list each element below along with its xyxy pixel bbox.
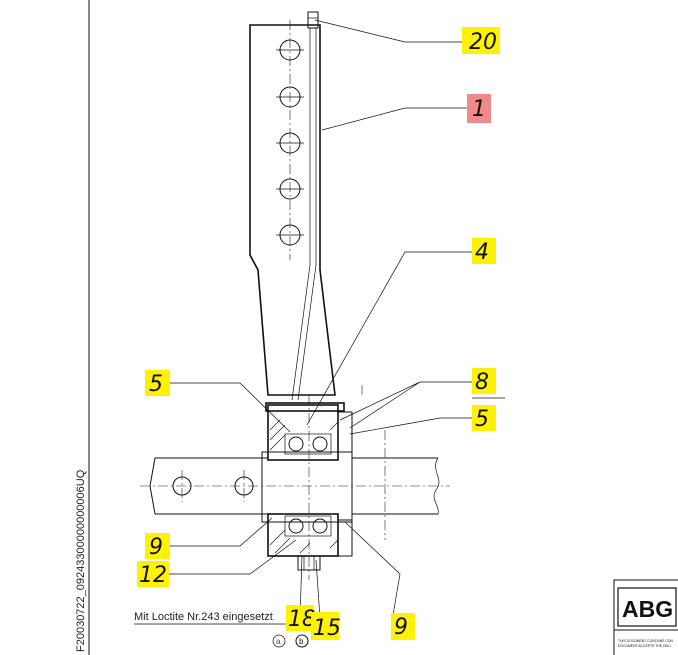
logo-box	[617, 587, 677, 627]
callout-label: 8	[475, 370, 489, 395]
callout-12: 12	[137, 561, 169, 588]
disclaimer-line-2: DOCUMENT ACCEPTS THE OBLI	[618, 644, 671, 648]
callout-5-right: 5	[472, 405, 496, 432]
callout-label: 4	[475, 240, 489, 265]
variant-a: a	[276, 637, 281, 646]
lever-arm	[249, 11, 336, 401]
grease-tube	[291, 11, 319, 401]
variant-markers: a b	[272, 634, 309, 648]
callout-20: 20	[462, 27, 500, 55]
arm-holes	[276, 39, 304, 246]
disclaimer-line-1: THIS DOCUMENT CONTAINS CON	[618, 639, 673, 643]
callout-4: 4	[472, 238, 496, 265]
logo: ABG	[622, 596, 673, 622]
callout-label: 15	[313, 616, 341, 641]
callout-5-left: 5	[145, 370, 170, 397]
callout-1: 1	[467, 94, 491, 123]
side-code: F20030722_09243300000000006UQ	[75, 469, 87, 652]
title-block: ABG THIS DOCUMENT CONTAINS CON DOCUMENT …	[613, 579, 678, 655]
callout-label: 9	[394, 615, 408, 640]
loctite-note: Mit Loctite Nr.243 eingesetzt	[134, 611, 273, 623]
leader-lines	[134, 19, 505, 625]
callout-label: 1	[472, 97, 486, 122]
callout-label: 5	[149, 372, 163, 397]
callout-label: 9	[149, 535, 163, 560]
callout-9-left: 9	[145, 533, 170, 560]
callout-label: 5	[475, 407, 489, 432]
variant-b: b	[299, 637, 304, 646]
callout-9-bottom: 9	[391, 613, 415, 640]
shaft	[140, 457, 450, 515]
bearing-housing	[261, 385, 386, 580]
callout-8: 8	[472, 368, 496, 395]
callout-label: 12	[139, 563, 167, 588]
callout-label: 20	[469, 30, 497, 55]
callout-15: 15	[311, 612, 341, 641]
